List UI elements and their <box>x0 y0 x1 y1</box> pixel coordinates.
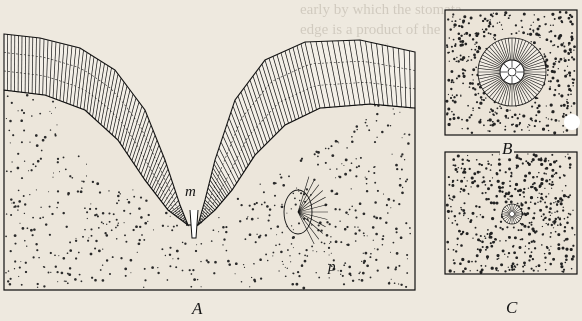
panel-b-stoma <box>445 10 580 135</box>
label-b: B <box>500 140 514 158</box>
label-a: A <box>190 300 204 318</box>
label-c: C <box>504 299 519 317</box>
small-stoma <box>502 204 522 224</box>
label-m: m <box>183 183 198 201</box>
pore-channel <box>190 210 198 238</box>
label-p: p <box>326 258 338 276</box>
panel-a-section <box>4 34 415 290</box>
panel-c-stoma <box>445 152 577 274</box>
